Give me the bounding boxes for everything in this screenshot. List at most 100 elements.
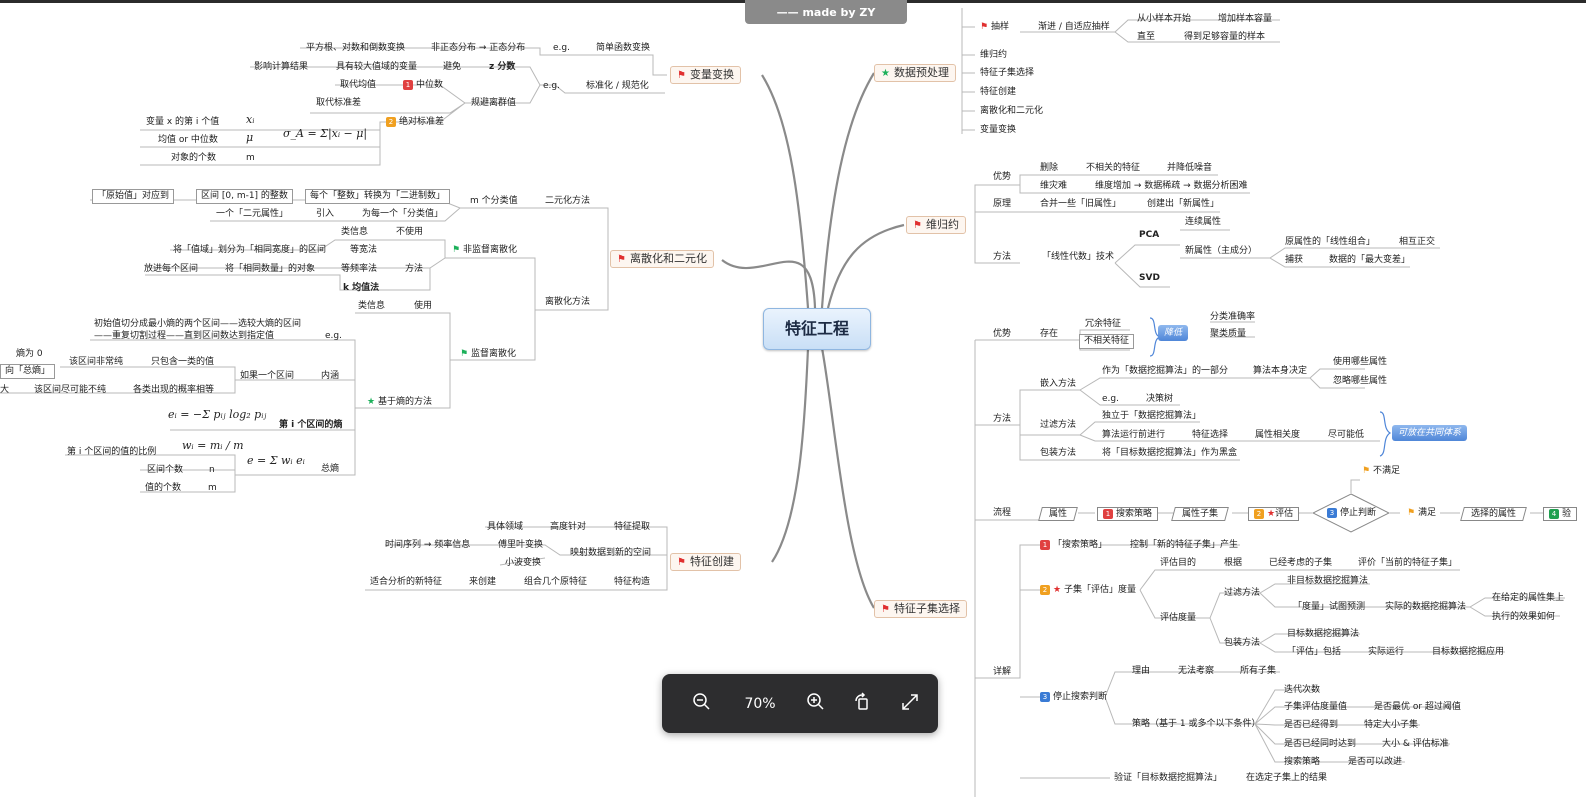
node[interactable]: 取代均值 — [340, 80, 377, 90]
node[interactable]: 执行的效果如何 — [1492, 612, 1556, 622]
node[interactable]: 新属性（主成分） — [1185, 246, 1258, 256]
node[interactable]: 时间序列 → 频率信息 — [385, 540, 471, 550]
node[interactable]: 类信息 — [341, 227, 369, 237]
node-framework-badge[interactable]: 可放在共同体系 — [1392, 425, 1468, 441]
fullscreen-button[interactable] — [898, 692, 922, 716]
node[interactable]: 该区间尽可能不纯 — [34, 385, 107, 395]
node[interactable]: 详解 — [993, 667, 1012, 677]
node[interactable]: 第 i 个区间的值的比例 — [67, 447, 157, 457]
formula-wi[interactable]: wᵢ = mᵢ / m — [182, 439, 244, 452]
node[interactable]: 实际运行 — [1368, 647, 1405, 657]
node[interactable]: 特征选择 — [1192, 430, 1229, 440]
node[interactable]: 引入 — [316, 209, 335, 219]
node[interactable]: 「评估」包括 — [1287, 647, 1342, 657]
node[interactable]: 根据 — [1224, 558, 1243, 568]
node[interactable]: n — [209, 465, 215, 475]
node[interactable]: 在给定的属性集上 — [1492, 593, 1565, 603]
node[interactable]: 避免 — [443, 62, 462, 72]
node[interactable]: 已经考虑的子集 — [1269, 558, 1333, 568]
node[interactable]: 变量变换 — [980, 125, 1017, 135]
node-d2[interactable]: 2★ 子集「评估」度量 — [1040, 584, 1136, 596]
node[interactable]: 嵌入方法 — [1040, 379, 1077, 389]
branch-dimension-reduction[interactable]: ⚑维归约 — [906, 216, 966, 234]
node-reduce-badge[interactable]: 降低 — [1158, 325, 1189, 341]
node-d1[interactable]: 1「搜索策略」 — [1040, 539, 1107, 551]
node[interactable]: 来创建 — [469, 577, 497, 587]
branch-feature-creation[interactable]: ⚑特征创建 — [670, 553, 741, 571]
node[interactable]: 是否已经同时达到 — [1284, 739, 1357, 749]
node[interactable]: 不使用 — [396, 227, 424, 237]
node[interactable]: e.g. — [325, 331, 342, 341]
node[interactable]: 原理 — [993, 199, 1012, 209]
node[interactable]: 策略（基于 1 或多个以下条件） — [1132, 719, 1261, 729]
node[interactable]: 维度增加 → 数据稀疏 → 数据分析困难 — [1095, 181, 1248, 191]
node[interactable]: 是否最优 or 超过阈值 — [1374, 702, 1461, 712]
node[interactable]: 优势 — [993, 329, 1012, 339]
node[interactable]: 评价「当前的特征子集」 — [1358, 558, 1458, 568]
node[interactable]: 方法 — [993, 252, 1012, 262]
node[interactable]: 方法 — [993, 414, 1012, 424]
node[interactable]: 将「值域」划分为「相同宽度」的区间 — [173, 245, 327, 255]
node[interactable]: 评估目的 — [1160, 558, 1197, 568]
node-sampling[interactable]: ⚑ 抽样 — [980, 22, 1009, 32]
node[interactable]: 「线性代数」技术 — [1042, 252, 1115, 262]
node[interactable]: 简单函数变换 — [596, 43, 651, 53]
node[interactable]: 大小 & 评估标准 — [1382, 739, 1449, 749]
node[interactable]: 原属性的「线性组合」 — [1285, 237, 1376, 247]
node[interactable]: 维灾难 — [1040, 181, 1068, 191]
node[interactable]: 尽可能低 — [1328, 430, 1365, 440]
branch-data-preprocessing[interactable]: ★数据预处理 — [874, 64, 956, 82]
node[interactable]: 过滤方法 — [1040, 420, 1077, 430]
node[interactable]: 具体领域 — [487, 522, 524, 532]
node[interactable]: 总熵 — [321, 464, 340, 474]
node[interactable]: 连续属性 — [1185, 217, 1222, 227]
node[interactable]: 只包含一类的值 — [151, 357, 215, 367]
node[interactable]: 得到足够容量的样本 — [1184, 32, 1266, 42]
node-supervised[interactable]: ⚑ 监督离散化 — [460, 349, 516, 359]
node[interactable]: 向「总熵」 — [0, 364, 56, 379]
node[interactable]: 如果一个区间 — [240, 371, 295, 381]
node[interactable]: μ — [246, 131, 254, 144]
node[interactable]: 类信息 — [358, 301, 386, 311]
formula-abs-std[interactable]: σ_A = Σ|xᵢ − μ| — [283, 127, 368, 140]
node[interactable]: ——重复切割过程——直到区间数达到指定值 — [94, 331, 275, 341]
node[interactable]: 二元化方法 — [545, 196, 591, 206]
node[interactable]: m — [246, 153, 255, 163]
node[interactable]: 规避离群值 — [471, 98, 517, 108]
node[interactable]: 区间 [0, m-1] 的整数 — [196, 189, 293, 204]
node[interactable]: 适合分析的新特征 — [370, 577, 443, 587]
node[interactable]: 平方根、对数和倒数变换 — [306, 43, 406, 53]
node[interactable]: 从小样本开始 — [1137, 14, 1192, 24]
node[interactable]: 评估度量 — [1160, 613, 1197, 623]
formula-e[interactable]: e = Σ wᵢ eᵢ — [247, 454, 305, 467]
node-unsatisfied[interactable]: ⚑ 不满足 — [1362, 466, 1400, 476]
node[interactable]: 非目标数据挖掘算法 — [1287, 576, 1369, 586]
node[interactable]: xᵢ — [246, 113, 255, 126]
node[interactable]: 分类准确率 — [1210, 312, 1256, 322]
flow-attr-subset[interactable]: 属性子集 — [1171, 507, 1229, 521]
node[interactable]: 所有子集 — [1240, 666, 1277, 676]
node[interactable]: 区间个数 — [147, 465, 184, 475]
node[interactable]: 第 i 个区间的熵 — [279, 420, 343, 430]
node[interactable]: 无法考察 — [1178, 666, 1215, 676]
node[interactable]: 不相关的特征 — [1086, 163, 1141, 173]
node[interactable]: 理由 — [1132, 666, 1151, 676]
node[interactable]: 初始值切分成最小熵的两个区间——选较大熵的区间 — [94, 319, 302, 329]
node[interactable]: 该区间非常纯 — [69, 357, 124, 367]
zoom-out-button[interactable] — [690, 692, 714, 716]
node[interactable]: 映射数据到新的空间 — [570, 548, 652, 558]
node[interactable]: 包装方法 — [1224, 638, 1261, 648]
node[interactable]: 算法运行前进行 — [1102, 430, 1166, 440]
node[interactable]: 特定大小子集 — [1364, 720, 1419, 730]
node[interactable]: 合并一些「旧属性」 — [1040, 199, 1122, 209]
node[interactable]: 方法 — [405, 264, 424, 274]
node[interactable]: e.g. — [543, 81, 560, 91]
node[interactable]: 是否已经得到 — [1284, 720, 1339, 730]
central-topic[interactable]: 特征工程 — [763, 308, 871, 350]
node[interactable]: 等频率法 — [341, 264, 378, 274]
node[interactable]: e.g. — [1102, 394, 1119, 404]
